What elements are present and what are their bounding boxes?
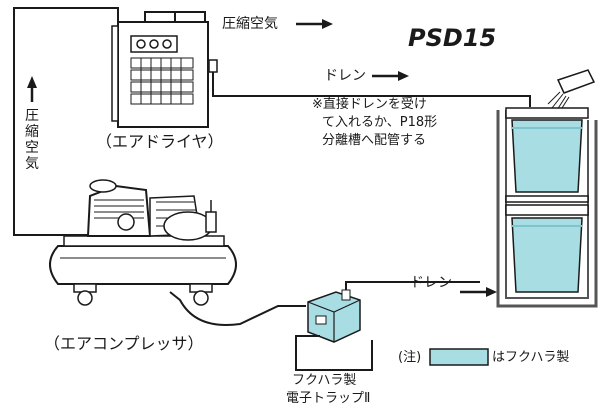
drain-bottom-label: ドレン — [410, 275, 452, 291]
air-left-char-4: 気 — [25, 156, 39, 172]
legend-swatch — [429, 348, 489, 366]
left-air-pipe — [13, 7, 119, 236]
air-dryer — [111, 21, 218, 128]
legend-prefix: (注) — [398, 350, 422, 365]
compressor-drain-pipe — [169, 291, 306, 326]
air-left-char-3: 空 — [25, 140, 39, 156]
trap-caption-line-1: フクハラ製 — [292, 373, 357, 388]
trap-outlet-pipe — [295, 281, 480, 371]
air-out-arrow — [296, 19, 333, 29]
air-compressor — [48, 179, 237, 306]
note-line-1: ※直接ドレンを受け — [312, 97, 427, 112]
note-line-3: 分離槽へ配管する — [322, 133, 427, 148]
dryer-caption: （エアドライヤ） — [96, 132, 224, 151]
trap-caption-line-2: 電子トラップⅡ — [286, 391, 371, 406]
drain-top-label: ドレン — [324, 68, 366, 84]
note-line-2: て入れるか、P18形 — [322, 115, 438, 130]
pouring-pipe — [547, 69, 596, 111]
compressor-caption: （エアコンプレッサ） — [44, 334, 204, 353]
air-top-label: 圧縮空気 — [222, 16, 278, 32]
air-left-char-2: 縮 — [25, 124, 39, 140]
electronic-trap — [307, 289, 361, 343]
air-up-arrow — [27, 76, 37, 102]
separator-tank — [496, 107, 598, 308]
model-title: PSD15 — [408, 24, 497, 52]
air-outlet-pipe — [144, 11, 206, 22]
drain-top-arrow — [372, 71, 409, 81]
air-left-char-1: 圧 — [25, 108, 39, 124]
legend-suffix: はフクハラ製 — [492, 350, 570, 365]
air-left-label: 圧 縮 空 気 — [24, 108, 40, 172]
drain-bottom-arrow — [460, 287, 497, 297]
dryer-drain-pipe — [212, 72, 531, 107]
